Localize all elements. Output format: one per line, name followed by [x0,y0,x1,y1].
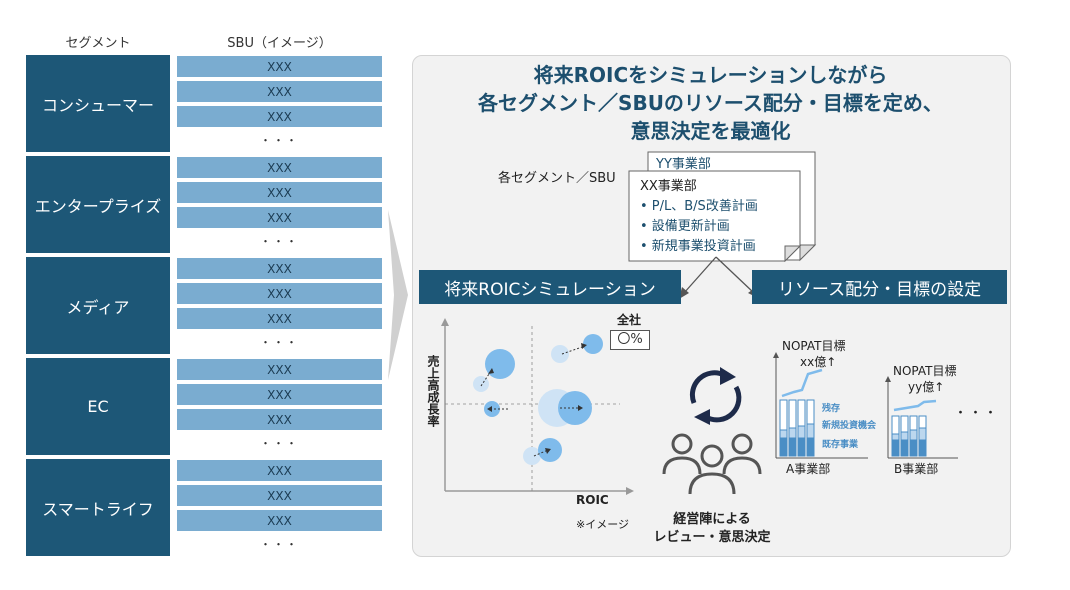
scatter-xlabel: ROIC [576,493,609,507]
sbu-more: ・・・ [260,235,299,248]
refresh-cycle-icon [689,367,742,425]
sbu-item: XXX [177,384,382,405]
sbu-item: XXX [177,460,382,481]
segment-consumer: コンシューマー [26,55,170,152]
panel-title-line-3: 意思決定を最適化 [630,119,791,143]
scatter-chart [441,318,634,495]
doc-item: • 設備更新計画 [640,219,730,234]
review-line-1: 経営陣による [673,512,751,527]
legend-existing: 既存事業 [822,440,859,450]
sbu-more: ・・・ [260,134,299,147]
company-label: 全社 [617,313,642,327]
sbu-item: XXX [177,182,382,203]
segment-smartlife: スマートライフ [26,459,170,556]
sbu-item: XXX [177,207,382,228]
segment-enterprise: エンタープライズ [26,156,170,253]
business-a-label: A事業部 [786,462,831,476]
sbu-more: ・・・ [260,437,299,450]
sbu-more: ・・・ [260,336,299,349]
sbu-item: XXX [177,81,382,102]
bubble [473,376,489,392]
doc-label: 各セグメント／SBU [498,171,616,186]
segment-header: セグメント [65,36,131,51]
doc-back-title: YY事業部 [656,157,711,172]
sbu-item: XXX [177,106,382,127]
company-value-box: 〇% [610,330,650,350]
bubble [485,349,515,379]
nopat-a-value: xx億↑ [800,355,837,369]
segment-ec: EC [26,358,170,455]
bar-chart-b [885,376,958,459]
sbu-item: XXX [177,56,382,77]
bubble [551,345,569,363]
sbu-item: XXX [177,308,382,329]
doc-item: • P/L、B/S改善計画 [640,199,758,214]
chevron-right-icon [388,210,408,380]
nopat-a-label: NOPAT目標 [782,339,846,353]
segment-media: メディア [26,257,170,354]
sbu-item: XXX [177,157,382,178]
sbu-item: XXX [177,510,382,531]
doc-item: • 新規事業投資計画 [640,239,756,254]
sbu-item: XXX [177,359,382,380]
bubble [523,447,541,465]
doc-front-title: XX事業部 [640,179,697,194]
sbu-item: XXX [177,485,382,506]
sbu-header: SBU（イメージ） [227,36,332,51]
sbu-item: XXX [177,283,382,304]
bars-more: ・・・ [954,406,1000,421]
bar-chart-a [773,352,868,459]
review-line-2: レビュー・意思決定 [653,530,771,545]
scatter-ylabel: 売上高成長率 [426,355,440,427]
nopat-b-value: yy億↑ [908,380,945,394]
roic-simulation-box: 将来ROICシミュレーション [419,270,681,304]
people-group-icon [662,433,762,495]
panel-title-line-1: 将来ROICをシミュレーションしながら [533,63,888,87]
sbu-item: XXX [177,258,382,279]
bubble [558,391,592,425]
resource-allocation-box: リソース配分・目標の設定 [752,270,1007,304]
legend-remaining: 残存 [822,404,841,414]
bubble [583,334,603,354]
sbu-item: XXX [177,409,382,430]
nopat-b-label: NOPAT目標 [893,364,957,378]
doc-front [628,170,802,262]
legend-new-invest: 新規投資機会 [822,421,877,431]
image-note: ※イメージ [576,518,629,531]
business-b-label: B事業部 [894,462,939,476]
panel-title-line-2: 各セグメント／SBUのリソース配分・目標を定め、 [478,91,943,115]
sbu-more: ・・・ [260,538,299,551]
